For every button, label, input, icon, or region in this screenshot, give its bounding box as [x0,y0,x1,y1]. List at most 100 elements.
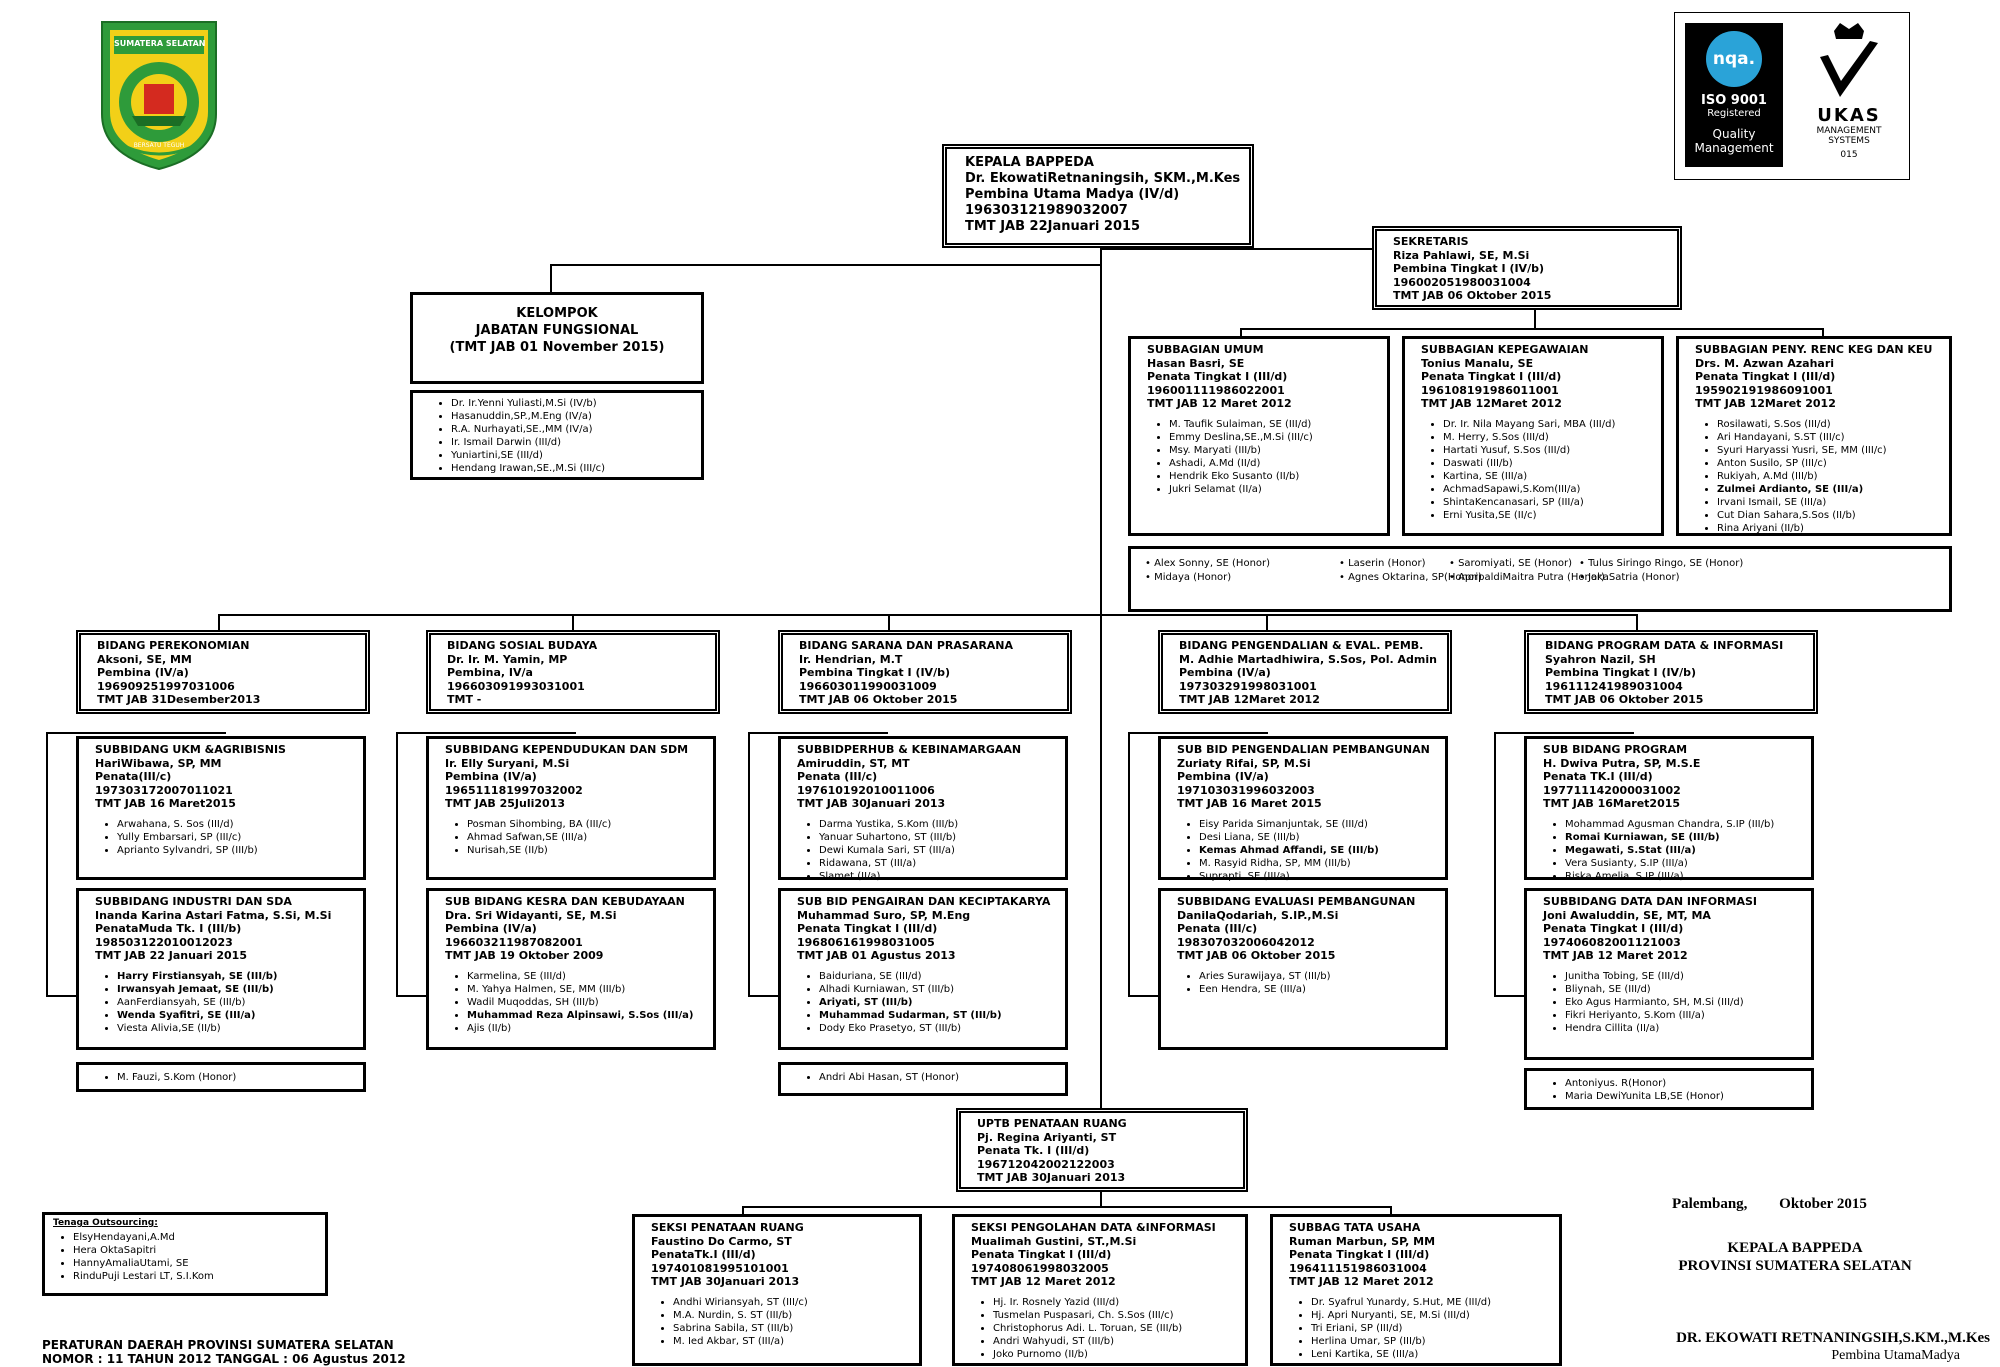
fungsional-line3: (TMT JAB 01 November 2015) [449,340,665,355]
subbidang-perhub-list: Darma Yustika, S.Kom (III/b)Yanuar Suhar… [781,818,1065,883]
connector-bidang-h [218,614,1638,616]
signature-title1: KEPALA BAPPEDA [1727,1240,1863,1256]
bidang-perekonomian-line: TMT JAB 31Desember2013 [97,693,261,706]
list-item: AchmadSapawi,S.Kom(III/a) [1443,483,1661,496]
connector-subbagian-h [1240,328,1824,330]
signature-title2: PROVINSI SUMATERA SELATAN [1678,1258,1912,1274]
subbagian-penyusunan-line: 195902191986091001 [1695,383,1833,397]
connector-sosial-v [396,732,398,997]
subbidang-evaluasi-line: SUBBIDANG EVALUASI PEMBANGUNAN [1177,895,1416,908]
subbidang-industri-line: Inanda Karina Astari Fatma, S.Si, M.Si [95,908,332,922]
fungsional-line2: JABATAN FUNGSIONAL [475,323,639,338]
sekretaris-nip: 196002051980031004 [1393,275,1531,289]
honor-perekonomian-list: M. Fauzi, S.Kom (Honor) [79,1071,363,1084]
ukas-sub1: MANAGEMENT [1816,126,1882,136]
subbagian-kepegawaian-line: SUBBAGIAN KEPEGAWAIAN [1421,343,1589,356]
list-item: M. Fauzi, S.Kom (Honor) [117,1071,363,1084]
subbagian-kepegawaian-line: Tonius Manalu, SE [1421,356,1534,370]
subbagian-penyusunan-line: SUBBAGIAN PENY. RENC KEG DAN KEU [1695,343,1933,356]
regulation-text: PERATURAN DAERAH PROVINSI SUMATERA SELAT… [42,1338,406,1366]
subbidang-industri-line: 198503122010012023 [95,935,233,949]
list-item: Rukiyah, A.Md (III/b) [1717,470,1949,483]
uptb-line: 196712042002122003 [977,1157,1115,1171]
subbidang-kesra-line: SUB BIDANG KESRA DAN KEBUDAYAAN [445,895,685,908]
subbagian-umum-line: Hasan Basri, SE [1147,356,1245,370]
bidang-sosial-line: Dr. Ir. M. Yamin, MP [447,652,568,666]
list-item: Hj. Apri Nuryanti, SE, M.Si (III/d) [1311,1309,1559,1322]
subbidang-pengairan-line: SUB BID PENGAIRAN DAN KECIPTAKARYA [797,895,1051,908]
list-item: Karmelina, SE (III/d) [467,970,713,983]
province-emblem-icon [101,21,217,171]
list-item: Megawati, S.Stat (III/a) [1565,844,1811,857]
list-item: Cut Dian Sahara,S.Sos (II/b) [1717,509,1949,522]
quality-label: Quality [1712,127,1756,141]
connector-perekonomian-h2 [46,995,76,997]
subbagian-umum-line: SUBBAGIAN UMUM [1147,343,1264,356]
subbidang-kependudukan-line: SUBBIDANG KEPENDUDUKAN DAN SDM [445,743,689,756]
list-item: Christophorus Adi. L. Toruan, SE (III/b) [993,1322,1245,1335]
list-item: Ir. Ismail Darwin (III/d) [451,436,701,449]
certification-badge: nqa. ISO 9001 Registered Quality Managem… [1674,12,1910,180]
fungsional-head-box: KELOMPOK JABATAN FUNGSIONAL (TMT JAB 01 … [410,292,704,384]
connector-sarana-v [748,732,750,997]
list-item: Mohammad Agusman Chandra, S.IP (III/b) [1565,818,1811,831]
list-item: Eisy Parida Simanjuntak, SE (III/d) [1199,818,1445,831]
connector-uptb-v [1100,1190,1102,1208]
list-item: Ariyati, ST (III/b) [819,996,1065,1009]
subbidang-kependudukan-line: Ir. Elly Suryani, M.Si [445,756,570,770]
list-item: Irvani Ismail, SE (III/a) [1717,496,1949,509]
signature-city: Palembang, [1672,1196,1748,1212]
ukas-panel: UKAS MANAGEMENT SYSTEMS 015 [1795,21,1903,171]
connector-bidang4-v [1266,614,1268,632]
connector-uptb-h [742,1206,1392,1208]
subbidang-program-list: Mohammad Agusman Chandra, S.IP (III/b)Ro… [1527,818,1811,883]
list-item: Maria DewiYunita LB,SE (Honor) [1565,1090,1811,1103]
bidang-program-line: BIDANG PROGRAM DATA & INFORMASI [1545,639,1784,652]
subbidang-ukm-line: Penata(III/c) [95,770,172,783]
honor-item: • Tulus Siringo Ringo, SE (Honor) [1579,558,1744,569]
list-item: Syuri Haryassi Yusri, SE, MM (III/c) [1717,444,1949,457]
subbidang-industri-line: SUBBIDANG INDUSTRI DAN SDA [95,895,292,908]
connector-program-h [1494,732,1634,734]
honor-sekretariat-box: • Alex Sonny, SE (Honor)• Laserin (Honor… [1128,546,1952,612]
outsourcing-box: Tenaga Outsourcing: ElsyHendayani,A.MdHe… [42,1212,328,1296]
honor-sarana-list: Andri Abi Hasan, ST (Honor) [781,1071,1065,1084]
bidang-pengendalian-line: BIDANG PENGENDALIAN & EVAL. PEMB. [1179,639,1424,652]
subbidang-perhub-line: SUBBIDPERHUB & KEBINAMARGAAN [797,743,1022,756]
subbagian-kepegawaian-line: TMT JAB 12Maret 2012 [1421,397,1562,410]
list-item: Posman Sihombing, BA (III/c) [467,818,713,831]
fungsional-list-box: Dr. Ir.Yenni Yuliasti,M.Si (IV/b)Hasanud… [410,390,704,480]
list-item: Hj. Ir. Rosnely Yazid (III/d) [993,1296,1245,1309]
subbidang-pengendalian-line: Pembina (IV/a) [1177,770,1269,783]
list-item: Dr. Ir. Nila Mayang Sari, MBA (III/d) [1443,418,1661,431]
connector-sosial-h [396,732,576,734]
connector-seksi1-v [742,1206,744,1216]
nqa-circle-icon: nqa. [1706,31,1762,87]
subbag-tu-list: Dr. Syafrul Yunardy, S.Hut, ME (III/d)Hj… [1273,1296,1559,1361]
subbidang-pengendalian-line: Zuriaty Rifai, SP, M.Si [1177,756,1311,770]
connector-subbagian-umum-v [1240,328,1242,338]
list-item: Andri Wahyudi, ST (III/b) [993,1335,1245,1348]
nqa-panel: nqa. ISO 9001 Registered Quality Managem… [1685,23,1783,167]
sekretaris-rank: Pembina Tingkat I (IV/b) [1393,262,1544,275]
list-item: Aprianto Sylvandri, SP (III/b) [117,844,363,857]
logo-top-text: SUMATERA SELATAN [114,39,206,48]
subbidang-ukm-line: SUBBIDANG UKM &AGRIBISNIS [95,743,286,756]
list-item: Hendrik Eko Susanto (II/b) [1169,470,1387,483]
subbidang-data-line: SUBBIDANG DATA DAN INFORMASI [1543,895,1757,908]
list-item: Hendang Irawan,SE.,M.Si (III/c) [451,462,701,475]
subbidang-pengendalian-line: SUB BID PENGENDALIAN PEMBANGUNAN [1177,743,1430,756]
list-item: Dewi Kumala Sari, ST (III/a) [819,844,1065,857]
management-label: Management [1694,141,1774,155]
list-item: Desi Liana, SE (III/b) [1199,831,1445,844]
subbidang-pengendalian-line: 197103031996032003 [1177,783,1315,797]
